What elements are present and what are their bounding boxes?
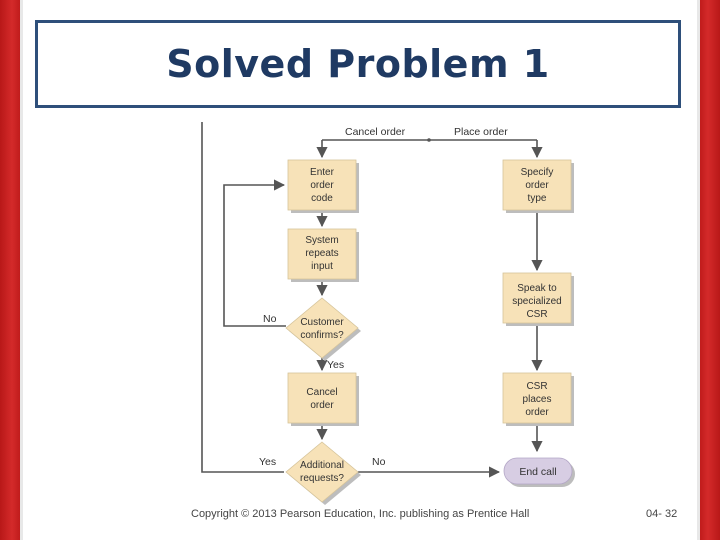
terminator bbox=[503, 457, 573, 485]
box-line-1: Enter bbox=[310, 167, 335, 178]
left-border-highlight bbox=[20, 0, 23, 540]
copyright-footer: Copyright © 2013 Pearson Education, Inc.… bbox=[191, 508, 530, 520]
slide-title: Solved Problem 1 bbox=[166, 42, 550, 86]
start-junction bbox=[427, 138, 431, 142]
box-line-2: repeats bbox=[305, 248, 338, 259]
arrow-no-loop-to-enter-order bbox=[223, 179, 286, 327]
box-line-2: specialized bbox=[512, 296, 561, 307]
label-cancel-order-branch: Cancel order bbox=[345, 126, 406, 138]
title-box: Solved Problem 1 bbox=[35, 20, 681, 108]
box bbox=[287, 159, 357, 211]
diamond bbox=[285, 441, 359, 503]
diamond-line-1: Additional bbox=[300, 460, 344, 471]
terminator-label: End call bbox=[519, 466, 556, 478]
page-number: 04- 32 bbox=[646, 508, 678, 520]
box-line-2: order bbox=[525, 180, 549, 191]
diamond bbox=[285, 297, 359, 359]
left-red-border bbox=[0, 0, 20, 540]
box bbox=[502, 159, 572, 211]
line-yes-loop-to-top bbox=[201, 122, 284, 473]
box-line-2: order bbox=[310, 400, 334, 411]
box-line-3: type bbox=[528, 193, 547, 204]
box-line-1: Cancel bbox=[306, 387, 337, 398]
connector-lines bbox=[201, 122, 543, 478]
box bbox=[502, 372, 572, 424]
box-line-3: order bbox=[525, 407, 549, 418]
label-yes-customer-confirms: Yes bbox=[327, 359, 344, 371]
box-line-1: Speak to bbox=[517, 283, 557, 294]
box-line-3: input bbox=[311, 261, 333, 272]
box bbox=[502, 272, 572, 324]
right-border-highlight bbox=[697, 0, 700, 540]
process-cancel-order: Cancel order bbox=[287, 372, 359, 426]
box-line-3: CSR bbox=[526, 309, 547, 320]
box bbox=[287, 228, 357, 280]
box-line-1: Specify bbox=[521, 167, 554, 178]
decision-additional-requests: Additional requests? bbox=[285, 441, 361, 505]
process-system-repeats-input: System repeats input bbox=[287, 228, 359, 282]
process-enter-order-code: Enter order code bbox=[287, 159, 359, 213]
label-no-customer-confirms: No bbox=[263, 313, 277, 325]
box-line-1: CSR bbox=[526, 381, 547, 392]
process-specify-order-type: Specify order type bbox=[502, 159, 574, 213]
box-line-1: System bbox=[305, 235, 338, 246]
box-line-2: places bbox=[523, 394, 552, 405]
terminator-end-call: End call bbox=[503, 457, 575, 487]
label-no-additional-requests: No bbox=[372, 456, 386, 468]
label-yes-additional-requests: Yes bbox=[259, 456, 276, 468]
diamond-line-2: requests? bbox=[300, 473, 344, 484]
right-red-border bbox=[700, 0, 720, 540]
diamond-line-2: confirms? bbox=[300, 330, 344, 341]
box bbox=[287, 372, 357, 424]
diamond-line-1: Customer bbox=[300, 317, 344, 328]
decision-customer-confirms: Customer confirms? bbox=[285, 297, 361, 361]
box-line-3: code bbox=[311, 193, 333, 204]
process-speak-to-specialized-csr: Speak to specialized CSR bbox=[502, 272, 574, 326]
box-line-2: order bbox=[310, 180, 334, 191]
label-place-order-branch: Place order bbox=[454, 126, 508, 138]
process-csr-places-order: CSR places order bbox=[502, 372, 574, 426]
